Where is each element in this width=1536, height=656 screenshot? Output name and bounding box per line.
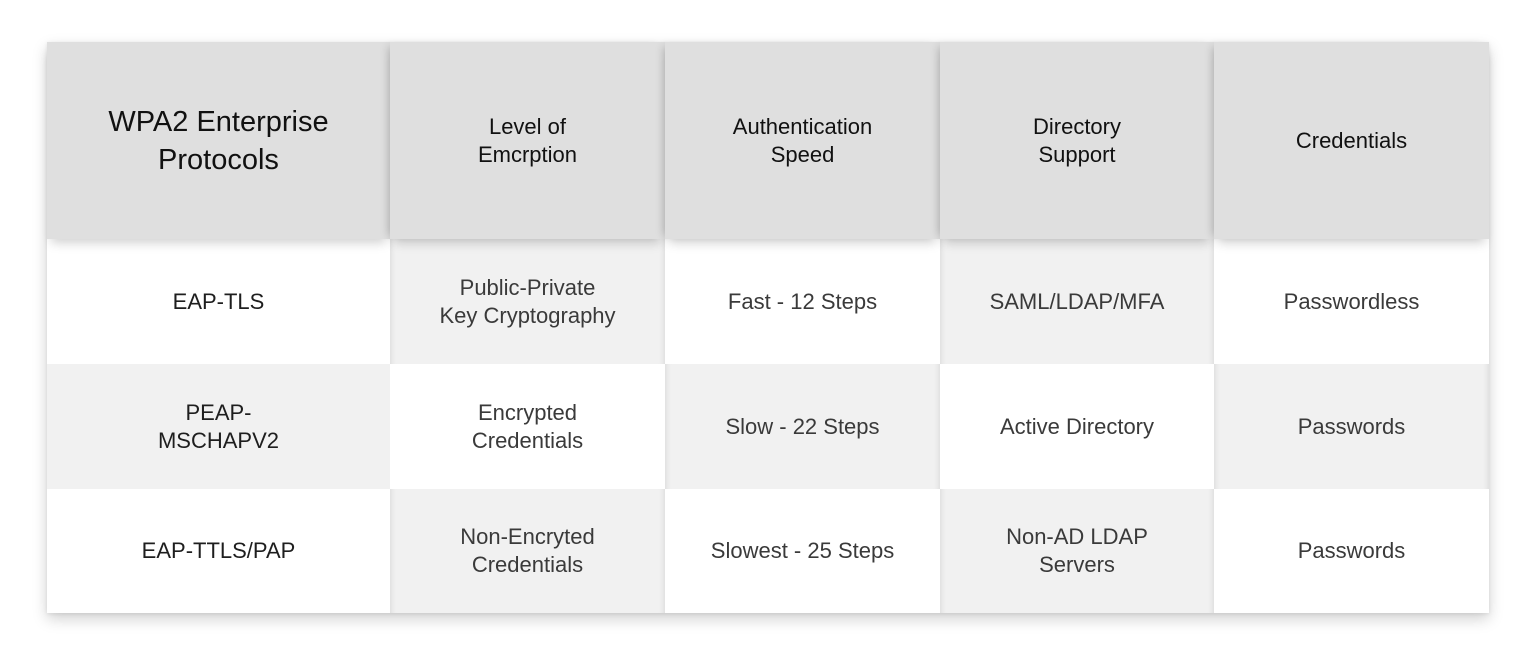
row-2-protocol: PEAP- MSCHAPV2 [47,364,390,489]
header-credentials: Credentials [1214,42,1489,239]
header-protocols: WPA2 Enterprise Protocols [47,42,390,239]
row-3-encryption: Non-Encryted Credentials [390,489,665,613]
row-2-directory: Active Directory [940,364,1214,489]
row-2-credentials: Passwords [1214,364,1489,489]
header-authentication-speed: Authentication Speed [665,42,940,239]
row-3-speed: Slowest - 25 Steps [665,489,940,613]
row-1-credentials: Passwordless [1214,239,1489,364]
row-1-speed: Fast - 12 Steps [665,239,940,364]
row-1-encryption: Public-Private Key Cryptography [390,239,665,364]
row-3-credentials: Passwords [1214,489,1489,613]
comparison-table: WPA2 Enterprise Protocols Level of Emcrp… [47,42,1489,613]
row-3-protocol: EAP-TTLS/PAP [47,489,390,613]
header-encryption-level: Level of Emcrption [390,42,665,239]
header-directory-support: Directory Support [940,42,1214,239]
row-3-directory: Non-AD LDAP Servers [940,489,1214,613]
row-1-protocol: EAP-TLS [47,239,390,364]
row-2-encryption: Encrypted Credentials [390,364,665,489]
row-1-directory: SAML/LDAP/MFA [940,239,1214,364]
row-2-speed: Slow - 22 Steps [665,364,940,489]
